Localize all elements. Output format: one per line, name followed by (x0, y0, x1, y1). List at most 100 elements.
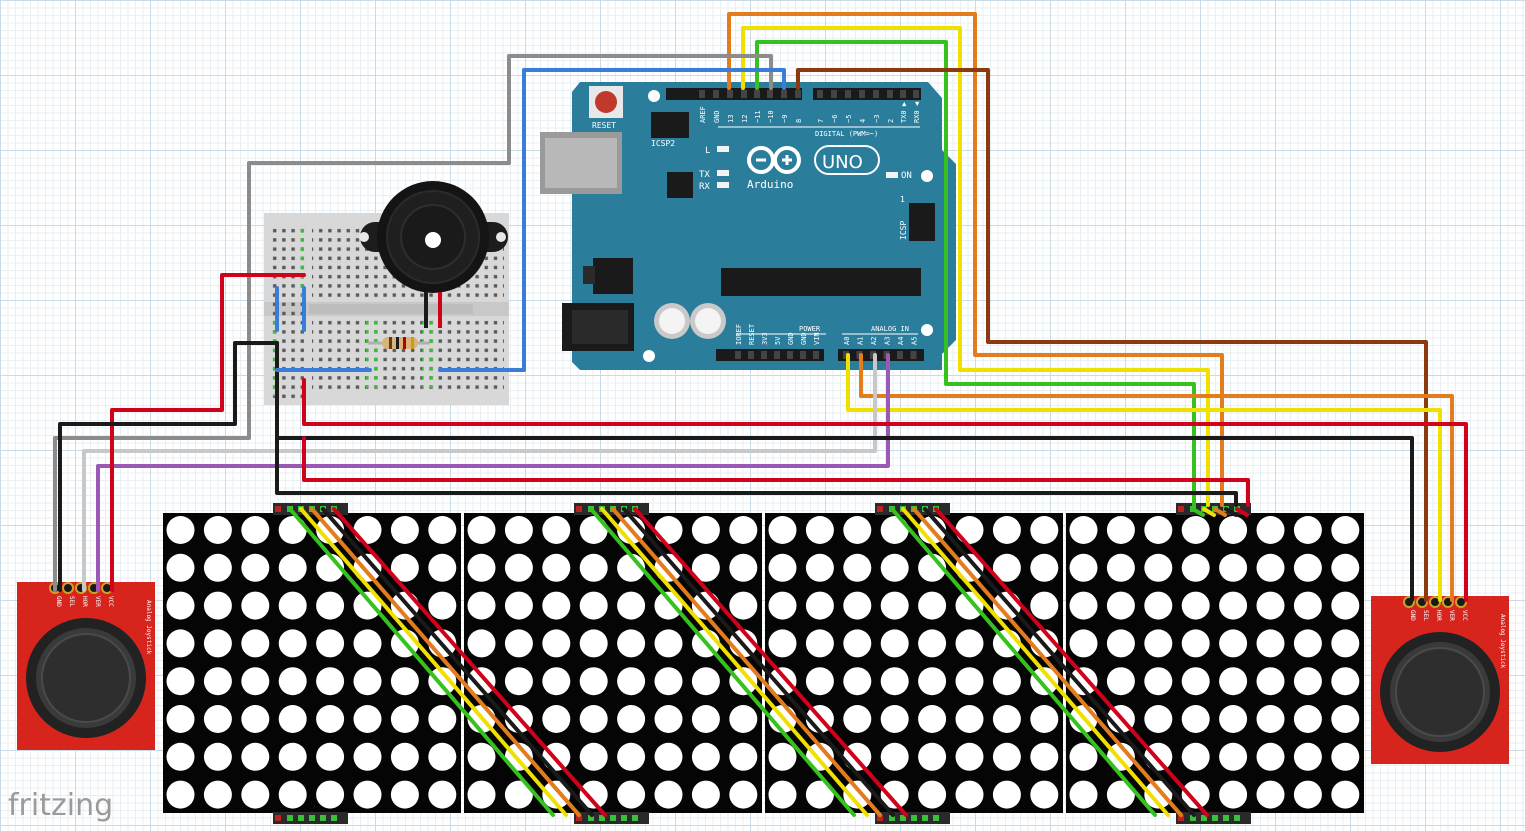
wire-matrix-chain[interactable] (611, 507, 882, 817)
led-dot (316, 705, 345, 733)
digital-pin[interactable] (713, 90, 719, 98)
analog-pin[interactable] (897, 351, 903, 359)
matrix-pin[interactable] (1212, 815, 1218, 821)
wire-matrix-chain[interactable] (1213, 507, 1227, 517)
matrix-pin[interactable] (298, 815, 304, 821)
power-pin[interactable] (813, 351, 819, 359)
digital-pin[interactable] (817, 90, 823, 98)
matrix-pin[interactable] (1178, 506, 1184, 512)
matrix-pin[interactable] (599, 815, 605, 821)
wire-matrix-chain[interactable] (912, 507, 1183, 817)
wire-5v-left[interactable] (110, 273, 306, 592)
matrix-pin[interactable] (911, 815, 917, 821)
wire-matrix-chain[interactable] (923, 507, 1196, 817)
digital-pin[interactable] (727, 90, 733, 98)
matrix-pin[interactable] (1190, 815, 1196, 821)
matrix-pin[interactable] (1234, 815, 1240, 821)
wire-5v-right[interactable] (302, 378, 1468, 602)
wire-matrix-chain[interactable] (589, 507, 856, 817)
digital-pin[interactable] (887, 90, 893, 98)
digital-pin[interactable] (913, 90, 919, 98)
matrix-pin[interactable] (309, 815, 315, 821)
matrix-pin[interactable] (320, 815, 326, 821)
wire-digital9[interactable] (438, 68, 786, 372)
wire-digital13[interactable] (727, 12, 1224, 507)
matrix-pin[interactable] (610, 815, 616, 821)
wire-matrix-chain[interactable] (890, 507, 1157, 817)
joystick-pin[interactable] (62, 582, 74, 594)
wire-gnd-left[interactable] (58, 341, 279, 592)
wire-gnd-right[interactable] (275, 341, 1414, 602)
wire-digital8[interactable] (796, 68, 1428, 602)
led-tx-label: TX (699, 170, 710, 180)
power-pin[interactable] (774, 351, 780, 359)
led-dot (768, 667, 797, 696)
digital-pin[interactable] (859, 90, 865, 98)
led-dot (1030, 591, 1059, 620)
led-dot (768, 742, 797, 771)
wire-digital11[interactable] (755, 40, 1196, 507)
digital-pin[interactable] (900, 90, 906, 98)
matrix-pin[interactable] (877, 506, 883, 512)
wire-matrix-chain[interactable] (332, 507, 607, 817)
reset-button[interactable] (589, 86, 623, 118)
matrix-pin[interactable] (922, 815, 928, 821)
matrix-pin[interactable] (877, 815, 883, 821)
matrix-pin[interactable] (576, 815, 582, 821)
wire-matrix-chain[interactable] (934, 507, 1209, 817)
led-dot (880, 629, 909, 658)
digital-pin[interactable] (767, 90, 773, 98)
wire-matrix-chain[interactable] (633, 507, 908, 817)
wire-matrix-chain[interactable] (299, 507, 568, 817)
wire-a3[interactable] (96, 353, 890, 592)
wire-a0[interactable] (846, 353, 1442, 602)
wire-5v-matrix[interactable] (302, 436, 1250, 507)
digital-pin[interactable] (831, 90, 837, 98)
led-dot (1181, 553, 1210, 582)
digital-pin[interactable] (845, 90, 851, 98)
wire-digital10[interactable] (53, 54, 773, 592)
digital-pin[interactable] (795, 90, 801, 98)
matrix-pin[interactable] (933, 815, 939, 821)
power-pin[interactable] (787, 351, 793, 359)
matrix-pin[interactable] (576, 506, 582, 512)
digital-pin[interactable] (781, 90, 787, 98)
joystick-knob[interactable] (41, 633, 131, 723)
digital-pin[interactable] (699, 90, 705, 98)
power-pin[interactable] (735, 351, 741, 359)
wire-gnd-matrix[interactable] (275, 436, 1238, 507)
wire-matrix-chain[interactable] (622, 507, 895, 817)
wire-a1[interactable] (859, 353, 1454, 602)
matrix-pin[interactable] (275, 506, 281, 512)
digital-pin[interactable] (741, 90, 747, 98)
wire-a2[interactable] (82, 353, 877, 592)
power-pin[interactable] (748, 351, 754, 359)
joystick-knob[interactable] (1395, 647, 1485, 737)
matrix-pin[interactable] (275, 815, 281, 821)
wire-matrix-chain[interactable] (1202, 507, 1216, 517)
digital-pin[interactable] (754, 90, 760, 98)
matrix-pin[interactable] (287, 815, 293, 821)
matrix-pin[interactable] (889, 815, 895, 821)
matrix-pin[interactable] (1201, 815, 1207, 821)
matrix-pin[interactable] (1178, 815, 1184, 821)
wire-matrix-chain[interactable] (321, 507, 594, 817)
wire-matrix-chain[interactable] (1224, 507, 1238, 517)
power-pin[interactable] (800, 351, 806, 359)
wire-matrix-chain[interactable] (1191, 507, 1205, 517)
matrix-pin[interactable] (632, 815, 638, 821)
analog-pin[interactable] (910, 351, 917, 359)
matrix-pin[interactable] (331, 815, 337, 821)
digital-pin[interactable] (873, 90, 879, 98)
matrix-pin[interactable] (1223, 815, 1229, 821)
wire-matrix-chain[interactable] (600, 507, 869, 817)
matrix-pin[interactable] (900, 815, 906, 821)
matrix-pin[interactable] (588, 815, 594, 821)
wire-matrix-chain[interactable] (310, 507, 581, 817)
wire-matrix-chain[interactable] (1235, 507, 1249, 517)
wire-matrix-chain[interactable] (901, 507, 1170, 817)
wire-digital12[interactable] (741, 26, 1210, 507)
power-pin[interactable] (761, 351, 767, 359)
matrix-pin[interactable] (621, 815, 627, 821)
wire-matrix-chain[interactable] (288, 507, 555, 817)
